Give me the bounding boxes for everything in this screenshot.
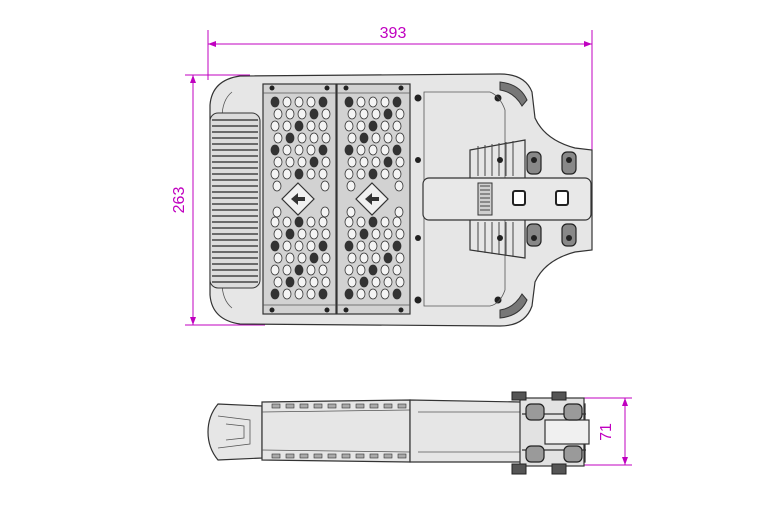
pole-mount-arm [422, 139, 592, 259]
height-dimension-label: 263 [171, 187, 188, 214]
width-dimension: 393 [207, 25, 593, 165]
side-height-dimension-label: 71 [598, 423, 615, 441]
side-height-dimension: 71 [580, 397, 632, 466]
corner-vent-top [499, 81, 528, 107]
top-view [209, 73, 593, 327]
width-dimension-label: 393 [380, 25, 407, 42]
side-end-cap [207, 403, 263, 461]
led-lenses [270, 96, 405, 300]
side-view [207, 391, 590, 475]
height-dimension: 263 [171, 74, 265, 326]
direction-arrow-right-panel [355, 182, 389, 216]
side-body [261, 399, 411, 463]
side-mount-bracket [511, 391, 590, 475]
direction-arrow-left-panel [281, 182, 315, 216]
corner-vent-bottom [499, 293, 528, 319]
heat-sink-fins [209, 112, 261, 289]
